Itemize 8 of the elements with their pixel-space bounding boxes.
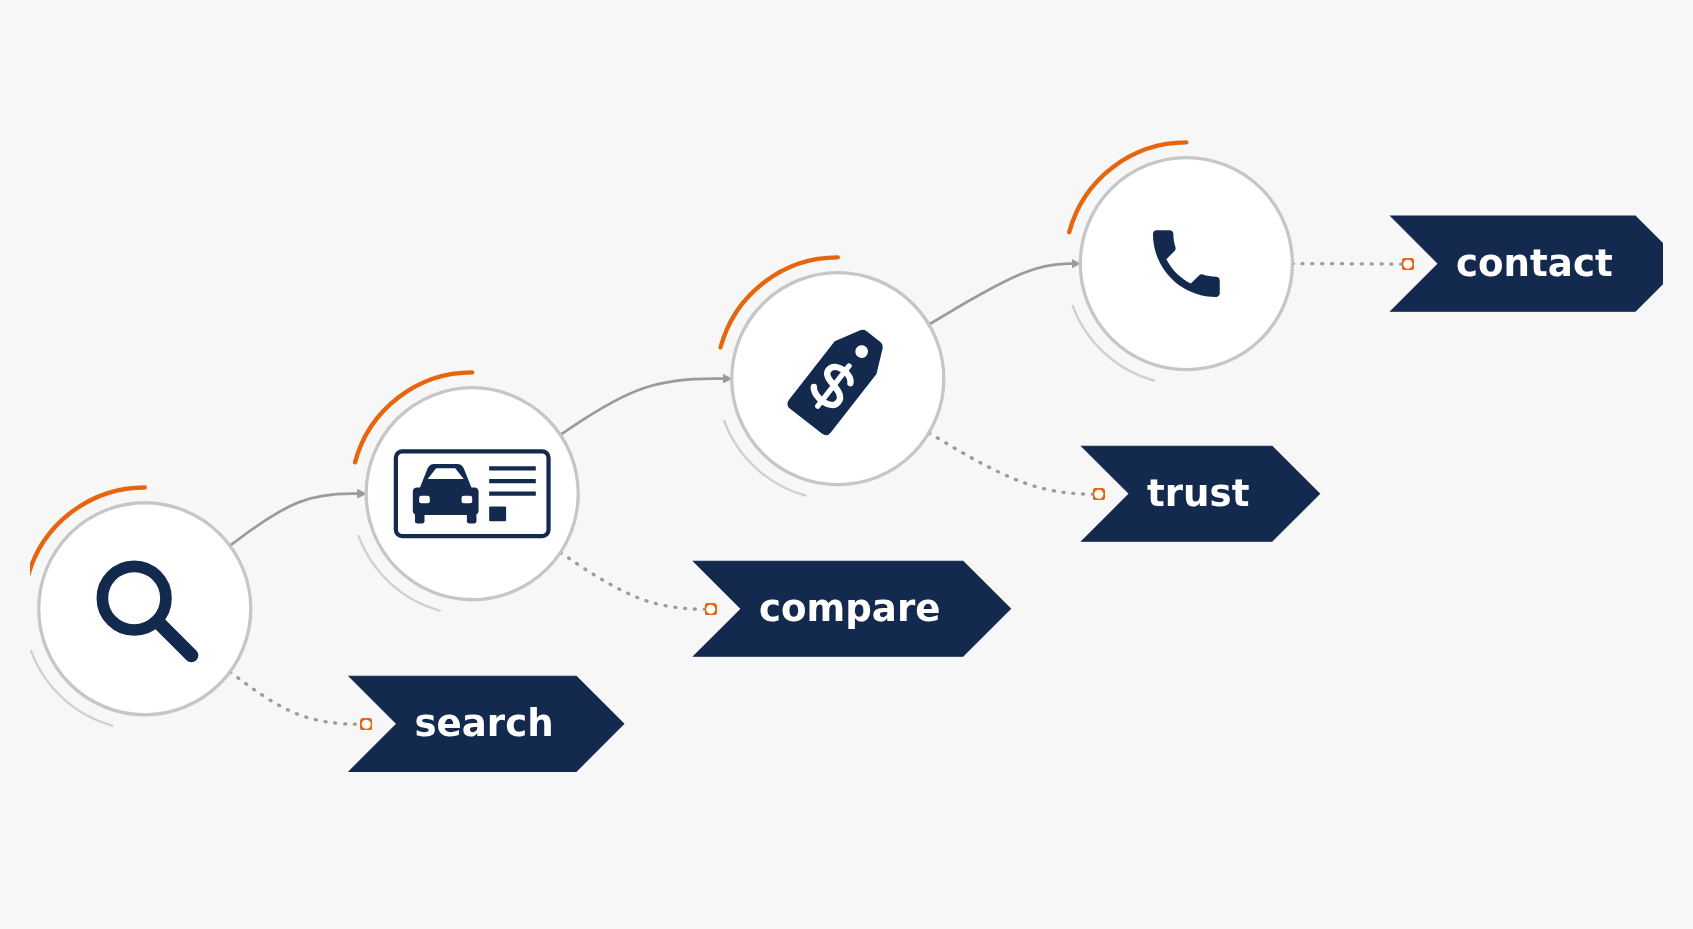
node-label: search xyxy=(414,701,554,746)
node-circle xyxy=(364,386,580,602)
node-circle xyxy=(730,271,946,487)
node-label: contact xyxy=(1456,241,1613,285)
node-circle xyxy=(37,501,253,717)
node-label: trust xyxy=(1147,471,1250,516)
node-circle xyxy=(1078,156,1295,372)
node-label: compare xyxy=(758,586,941,631)
